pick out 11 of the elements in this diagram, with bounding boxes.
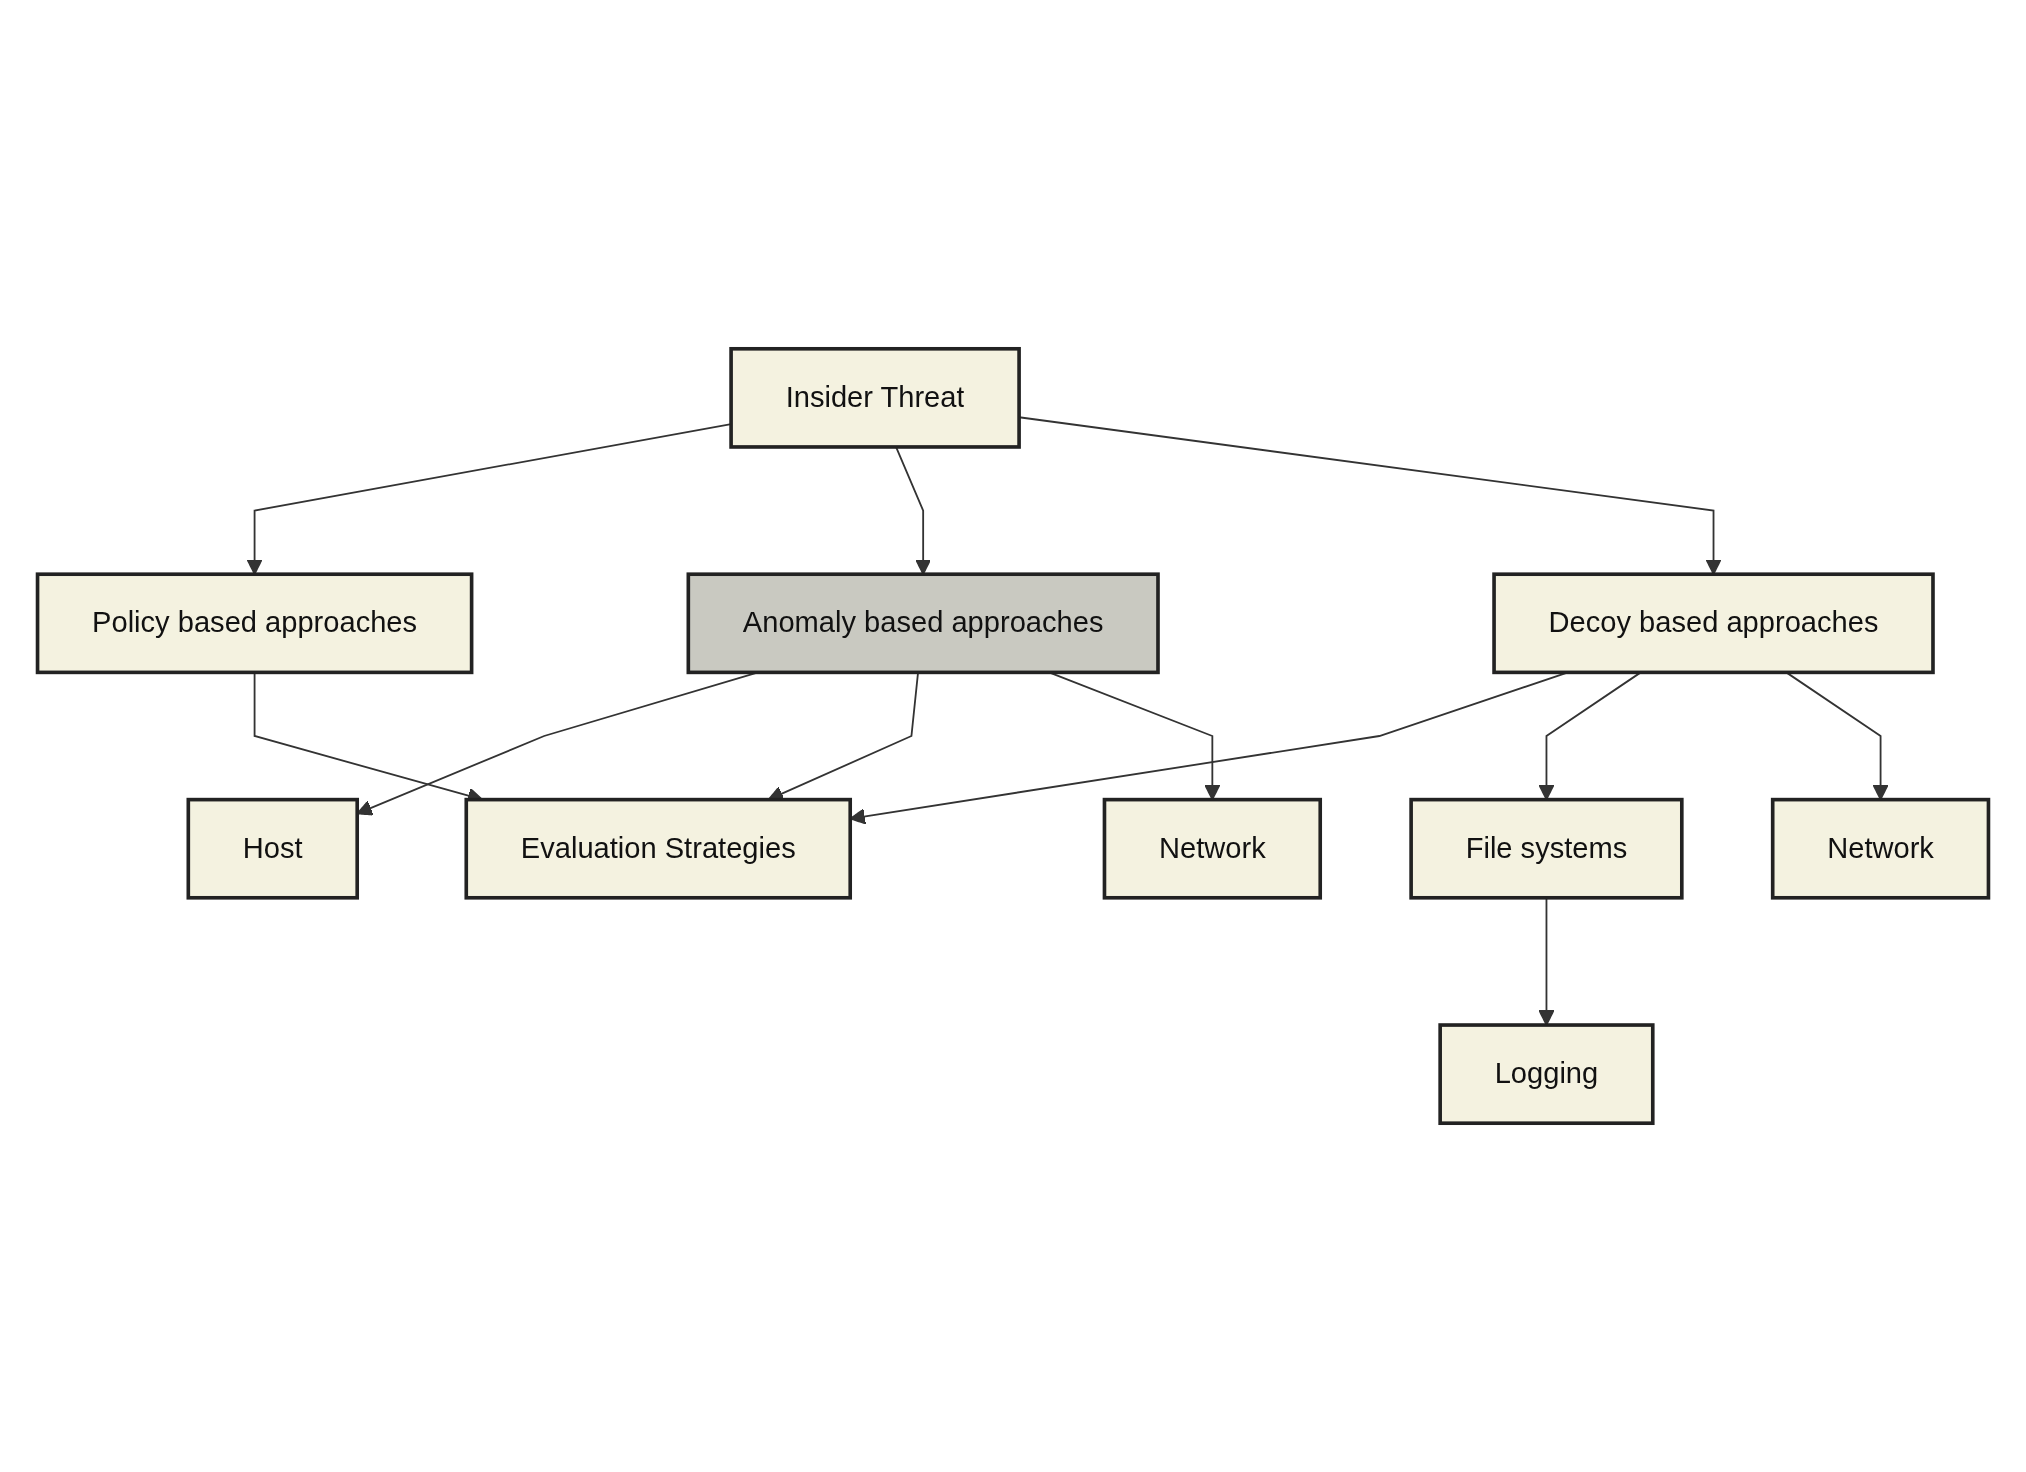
node-box: Policy based approaches [35, 572, 474, 675]
node-box: Network [1102, 797, 1323, 900]
node-box: Decoy based approaches [1492, 572, 1935, 675]
node-box: Host [186, 797, 359, 900]
node-box: File systems [1409, 797, 1684, 900]
node-box: Network [1770, 797, 1991, 900]
node-box: Evaluation Strategies [464, 797, 853, 900]
arrow [895, 446, 932, 575]
node-box: Logging [1438, 1023, 1655, 1125]
node-box: Insider Threat [729, 347, 1021, 449]
node-box: Anomaly based approaches [686, 572, 1160, 675]
